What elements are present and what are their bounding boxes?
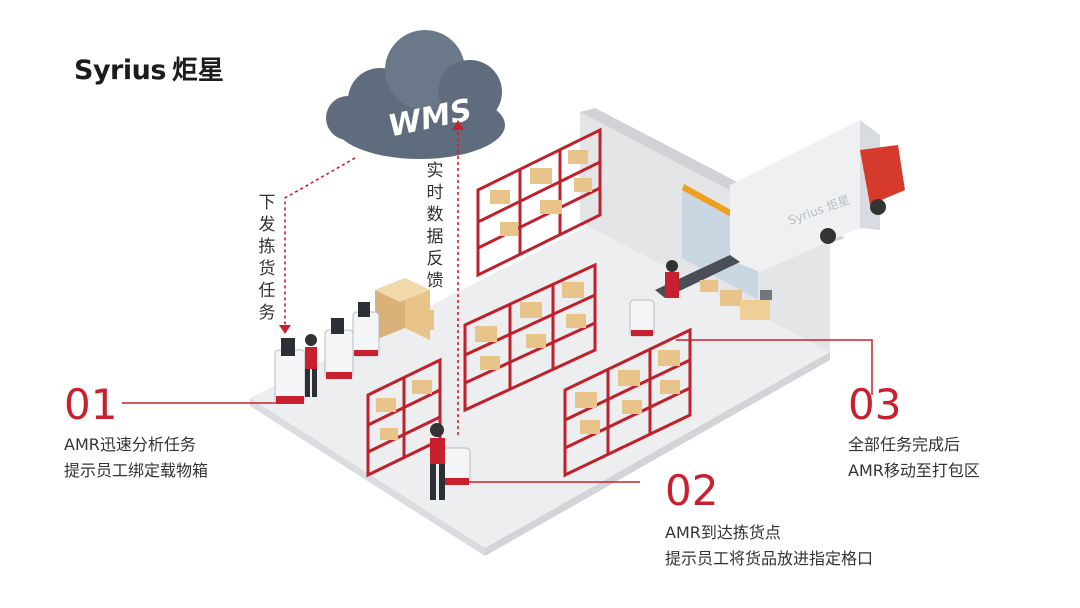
truck-icon: Syrius 炬星 [730, 120, 905, 272]
arrow-down-icon [279, 325, 291, 334]
flow-up-label: 实时数据反馈 [426, 161, 444, 291]
step-01-number: 01 [64, 380, 118, 429]
packing-station [655, 255, 772, 320]
step-01-line2: 提示员工绑定载物箱 [64, 461, 209, 480]
step-02-text: AMR到达拣货点 提示员工将货品放进指定格口 [665, 520, 873, 572]
callout-line-03 [676, 339, 873, 395]
wms-cloud-icon: WMS [326, 30, 505, 159]
warehouse-floor [250, 222, 830, 548]
amr-robot-5 [629, 299, 655, 337]
amr-robot-1 [274, 338, 306, 404]
step-02-line2: 提示员工将货品放进指定格口 [665, 549, 874, 568]
step-03-text: 全部任务完成后 AMR移动至打包区 [848, 432, 980, 484]
step-01-text: AMR迅速分析任务 提示员工绑定载物箱 [64, 432, 208, 484]
worker-1-icon [305, 334, 317, 397]
amr-robot-3 [352, 302, 380, 357]
syrius-logo: Syrius 炬星 [74, 50, 224, 87]
rack-front-right [563, 327, 692, 478]
step-03-line1: 全部任务完成后 [848, 435, 961, 454]
amr-robot-2 [324, 318, 354, 379]
step-03-number: 03 [848, 380, 902, 429]
step-01-line1: AMR迅速分析任务 [64, 435, 196, 454]
step-02-line1: AMR到达拣货点 [665, 523, 781, 542]
flow-down-label: 下发拣货任务 [258, 193, 276, 323]
rack-middle [463, 262, 597, 413]
logo-brand-cn: 炬星 [171, 56, 224, 86]
logo-brand-en: Syrius [74, 55, 166, 86]
flow-line-down [284, 157, 356, 330]
arrow-up-icon [452, 120, 464, 130]
box-stack [375, 278, 434, 340]
step-02-number: 02 [665, 466, 719, 515]
rack-back-left [476, 127, 602, 278]
step-03-line2: AMR移动至打包区 [848, 461, 980, 480]
worker-2-icon [430, 423, 445, 500]
loading-door [682, 190, 758, 300]
